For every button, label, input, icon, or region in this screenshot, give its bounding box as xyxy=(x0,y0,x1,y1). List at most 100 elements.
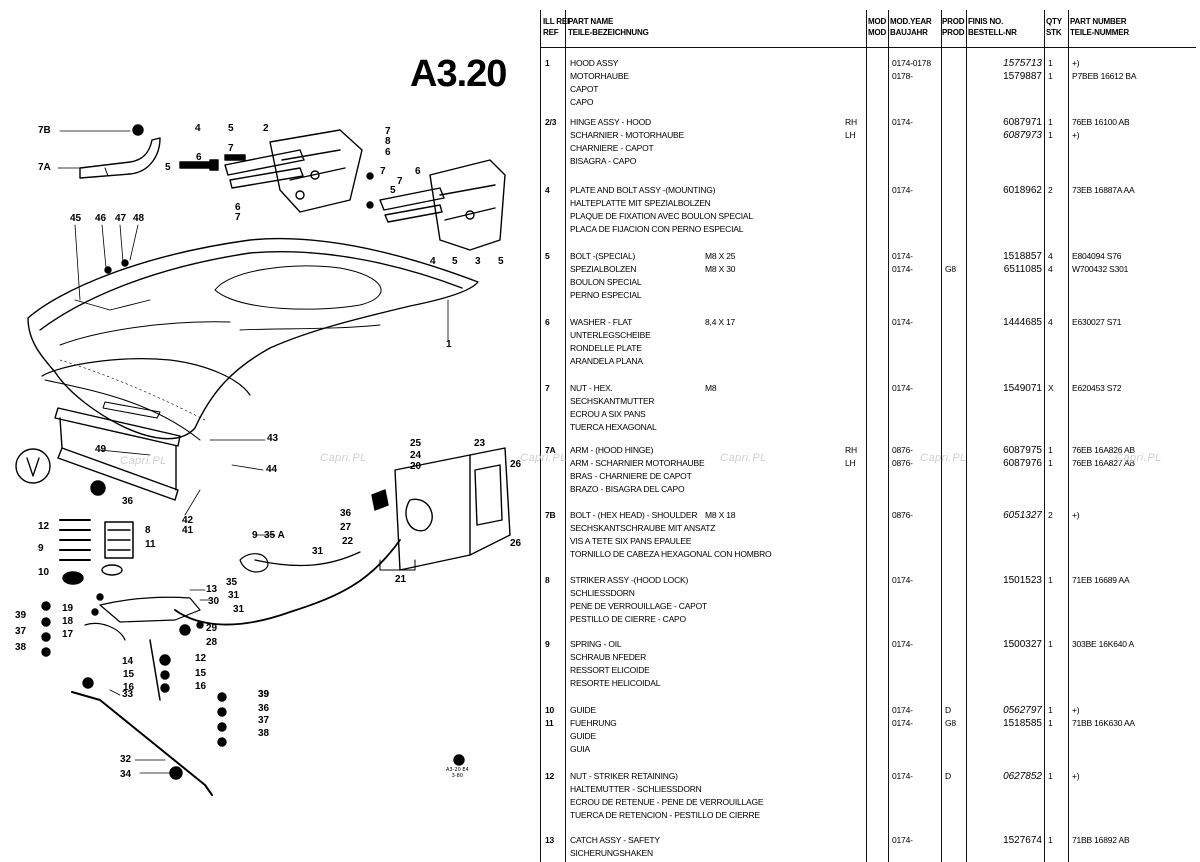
part-name-line: PLAQUE DE FIXATION AVEC BOULON SPECIAL xyxy=(570,211,753,221)
row-finis-number: 1444685 xyxy=(1003,317,1042,328)
col-divider xyxy=(540,10,541,862)
part-name-line: SCHLIESSDORN xyxy=(570,588,635,598)
part-name-line: BRAZO - BISAGRA DEL CAPO xyxy=(570,484,685,494)
row-finis-number: 1518585 xyxy=(1003,718,1042,729)
row-ref: 7 xyxy=(545,383,550,393)
row-finis-number: 6087973 xyxy=(1003,130,1042,141)
callout-label: 6 xyxy=(385,147,391,158)
hinge-right xyxy=(379,159,506,251)
row-qty: 4 xyxy=(1048,264,1053,274)
part-name-line: MOTORHAUBE xyxy=(570,71,629,81)
watermark: Capri.PL xyxy=(920,452,967,464)
col-divider xyxy=(866,10,867,862)
row-ref: 12 xyxy=(545,771,555,781)
row-ref: 7B xyxy=(545,510,556,520)
row-ref: 4 xyxy=(545,185,550,195)
callout-label: 6 xyxy=(196,152,202,163)
row-qty: 1 xyxy=(1048,705,1053,715)
part-name-line: PERNO ESPECIAL xyxy=(570,290,642,300)
callout-label: 43 xyxy=(267,433,279,444)
part-name-line: RONDELLE PLATE xyxy=(570,343,642,353)
callout-label: 6 xyxy=(415,166,421,177)
part-name-line: TORNILLO DE CABEZA HEXAGONAL CON HOMBRO xyxy=(570,549,772,559)
row-qty: 1 xyxy=(1048,639,1053,649)
callout-label: 38 xyxy=(258,728,270,739)
part-name-line: TUERCA HEXAGONAL xyxy=(570,422,657,432)
callout-label: 19 xyxy=(62,603,74,614)
row-prod: G8 xyxy=(945,264,956,274)
header-ill-ref: ILL REF REF xyxy=(543,17,572,37)
row-mod-year: 0174-0178 xyxy=(892,58,931,68)
part-name-line: RESORTE HELICOIDAL xyxy=(570,678,661,688)
part-name-line: CAPO xyxy=(570,97,594,107)
callout-label: 42 xyxy=(182,515,194,526)
row-spec: M8 X 18 xyxy=(705,510,736,520)
callout-label: 11 xyxy=(145,539,156,550)
part-name-line: GUIDE xyxy=(570,705,596,715)
watermark: Capri.PL xyxy=(520,452,567,464)
part-name-line: CAPOT xyxy=(570,84,599,94)
row-part-number: 76EB 16100 AB xyxy=(1072,117,1130,127)
callout-label: 35 xyxy=(226,577,238,588)
safety-catch xyxy=(84,553,269,701)
row-mod-year: 0174- xyxy=(892,835,913,845)
row-part-number: +) xyxy=(1072,510,1080,520)
row-qty: 1 xyxy=(1048,58,1053,68)
part-name-line: ECROU A SIX PANS xyxy=(570,409,646,419)
part-name-line: NUT - STRIKER RETAINING) xyxy=(570,771,678,781)
part-name-line: ARM - SCHARNIER MOTORHAUBE xyxy=(570,458,705,468)
row-finis-number: 1575713 xyxy=(1003,58,1042,69)
part-name-line: FUEHRUNG xyxy=(570,718,617,728)
col-divider xyxy=(966,10,967,862)
row-mod-year: 0174- xyxy=(892,317,913,327)
leader-lines xyxy=(57,130,449,774)
row-finis-number: 1500327 xyxy=(1003,639,1042,650)
row-mod-year: 0876- xyxy=(892,445,913,455)
callout-label: 41 xyxy=(182,525,194,536)
part-name-line: SCHRAUB NFEDER xyxy=(570,652,647,662)
row-part-number: P7BEB 16612 BA xyxy=(1072,71,1137,81)
callout-label: 29 xyxy=(206,623,218,634)
callout-label: 3 xyxy=(475,256,481,267)
part-name-line: HALTEPLATTE MIT SPEZIALBOLZEN xyxy=(570,198,711,208)
callout-label: 7A xyxy=(38,162,51,173)
section-code: A3.20 xyxy=(410,53,507,95)
row-part-number: +) xyxy=(1072,705,1080,715)
row-finis-number: 0627852 xyxy=(1003,771,1042,782)
row-qty: 1 xyxy=(1048,445,1053,455)
row-part-number: +) xyxy=(1072,58,1080,68)
row-qty: 1 xyxy=(1048,718,1053,728)
callout-label: 45 xyxy=(70,213,82,224)
part-name-line: SECHSKANTMUTTER xyxy=(570,396,655,406)
header-part-name: PART NAME TEILE-BEZEICHNUNG xyxy=(568,17,649,37)
row-prod: G8 xyxy=(945,718,956,728)
part-name-line: SPRING - OIL xyxy=(570,639,622,649)
part-name-line: BOLT -(SPECIAL) xyxy=(570,251,636,261)
row-finis-number: 1501523 xyxy=(1003,575,1042,586)
part-name-line: STRIKER ASSY -(HOOD LOCK) xyxy=(570,575,689,585)
row-qty: 2 xyxy=(1048,185,1053,195)
diagram-drawing xyxy=(15,124,511,796)
callout-label: 28 xyxy=(206,637,218,648)
callout-label: 31 xyxy=(233,604,245,615)
row-qty: 4 xyxy=(1048,251,1053,261)
callout-label: 37 xyxy=(258,715,270,726)
row-mod-year: 0178- xyxy=(892,71,913,81)
callout-label: 39 xyxy=(258,689,270,700)
row-mod-year: 0174- xyxy=(892,718,913,728)
header-prod: PROD PROD xyxy=(942,17,965,37)
callout-label: 20 xyxy=(410,461,422,472)
callout-label: 1 xyxy=(446,339,452,350)
callout-label: 48 xyxy=(133,213,145,224)
row-qty: X xyxy=(1048,383,1054,393)
row-finis-number: 6051327 xyxy=(1003,510,1042,521)
row-mod-year: 0876- xyxy=(892,458,913,468)
callout-label: 5 xyxy=(390,185,396,196)
